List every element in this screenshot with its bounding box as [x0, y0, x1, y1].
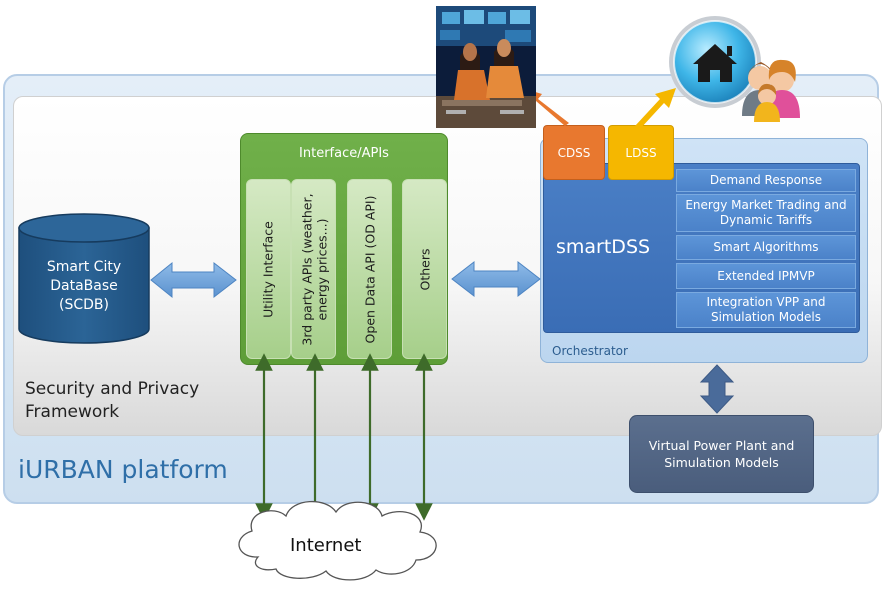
interface-apis-title: Interface/APIs	[299, 146, 389, 161]
api-column-open-data	[347, 179, 392, 359]
platform-title: iURBAN platform	[18, 455, 228, 484]
database-label-line: Smart City	[46, 259, 122, 275]
cdss-box: CDSS	[543, 125, 605, 180]
api-column-label: Open Data API (OD API)	[362, 195, 378, 344]
internet-label: Internet	[290, 535, 362, 556]
api-column-label: 3rd party APIs (weather, energy prices..…	[299, 193, 329, 346]
api-column-label: Others	[417, 248, 433, 291]
api-column-label: Utility Interface	[260, 221, 276, 318]
module-integration-vpp: Integration VPP and Simulation Models	[676, 292, 856, 328]
virtual-power-plant-box: Virtual Power Plant and Simulation Model…	[629, 415, 814, 493]
orchestrator-label: Orchestrator	[552, 344, 628, 358]
module-smart-algorithms: Smart Algorithms	[676, 235, 856, 260]
database-label-line: DataBase	[50, 278, 118, 294]
database-label-line: (SCDB)	[59, 297, 109, 313]
api-column-others	[402, 179, 447, 359]
module-demand-response: Demand Response	[676, 169, 856, 192]
api-column-third-party	[291, 179, 336, 359]
module-extended-ipmvp: Extended IPMVP	[676, 263, 856, 289]
smartdss-label: smartDSS	[556, 236, 651, 258]
ldss-box: LDSS	[608, 125, 674, 180]
database-label: Smart City DataBase (SCDB)	[17, 258, 151, 315]
security-framework-label: Security and Privacy Framework	[25, 379, 200, 422]
module-energy-market-trading: Energy Market Trading and Dynamic Tariff…	[676, 194, 856, 232]
api-column-utility	[246, 179, 291, 359]
database-cylinder-icon	[18, 213, 150, 344]
